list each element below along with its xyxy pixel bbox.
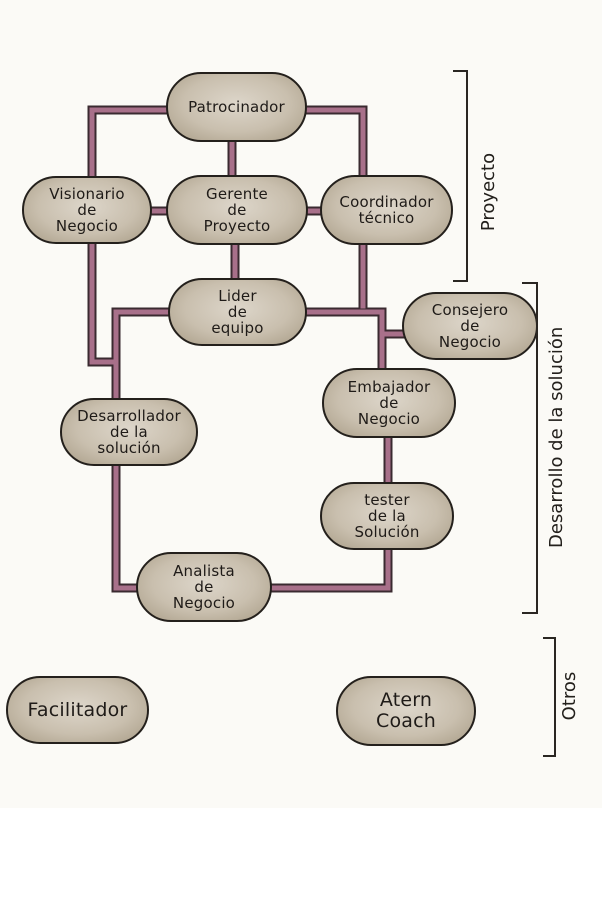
node-coordinador-tecnico: Coordinador técnico	[320, 175, 453, 245]
node-facilitador-label: Facilitador	[27, 698, 128, 721]
node-gerente-line3: Proyecto	[203, 217, 271, 235]
bracket-desarrollo	[522, 282, 538, 614]
node-embajador-line2: de	[379, 394, 399, 412]
node-tester-line3: Solución	[354, 523, 420, 541]
node-desarrollador-line2: de la	[110, 423, 148, 441]
node-visionario-line3: Negocio	[55, 217, 119, 235]
group-label-otros: Otros	[559, 671, 580, 721]
node-consejero-line1: Consejero	[431, 301, 509, 319]
node-embajador-de-negocio: Embajador de Negocio	[322, 368, 456, 438]
node-tester-line1: tester	[364, 491, 410, 509]
bracket-otros	[543, 637, 556, 757]
node-lider-line2: de	[227, 303, 248, 321]
node-patrocinador: Patrocinador	[166, 72, 307, 142]
node-atern-coach: Atern Coach	[336, 676, 476, 746]
node-analista-line1: Analista	[173, 562, 235, 580]
node-consejero-de-negocio: Consejero de Negocio	[402, 292, 538, 360]
node-desarrollador-de-la-solucion: Desarrollador de la solución	[60, 398, 198, 466]
node-tester-line2: de la	[368, 507, 406, 525]
node-atern-line1: Atern	[379, 689, 433, 711]
bracket-proyecto	[453, 70, 468, 282]
node-analista-line3: Negocio	[172, 594, 236, 612]
node-desarrollador-line3: solución	[97, 439, 161, 457]
node-atern-line2: Coach	[375, 710, 437, 732]
node-coordinador-line1: Coordinador	[339, 193, 434, 211]
node-gerente-de-proyecto: Gerente de Proyecto	[166, 175, 308, 245]
node-consejero-line3: Negocio	[438, 333, 502, 351]
group-label-proyecto: Proyecto	[478, 152, 499, 232]
node-analista-de-negocio: Analista de Negocio	[136, 552, 272, 622]
node-consejero-line2: de	[460, 317, 480, 335]
node-lider-line3: equipo	[211, 319, 264, 337]
node-patrocinador-label: Patrocinador	[188, 98, 285, 116]
node-visionario-line2: de	[77, 201, 97, 219]
node-embajador-line1: Embajador	[347, 378, 431, 396]
node-analista-line2: de	[194, 578, 214, 596]
node-lider-line1: Lider	[218, 287, 257, 305]
node-coordinador-line2: técnico	[358, 209, 415, 227]
node-tester-de-la-solucion: tester de la Solución	[320, 482, 454, 550]
group-label-desarrollo: Desarrollo de la solución	[546, 326, 567, 548]
node-gerente-line1: Gerente	[206, 185, 268, 203]
node-gerente-line2: de	[227, 201, 247, 219]
node-visionario-line1: Visionario	[49, 185, 125, 203]
node-visionario-de-negocio: Visionario de Negocio	[22, 176, 152, 244]
node-lider-de-equipo: Lider de equipo	[168, 278, 307, 346]
node-facilitador: Facilitador	[6, 676, 149, 744]
node-desarrollador-line1: Desarrollador	[77, 407, 181, 425]
node-embajador-line3: Negocio	[357, 410, 421, 428]
